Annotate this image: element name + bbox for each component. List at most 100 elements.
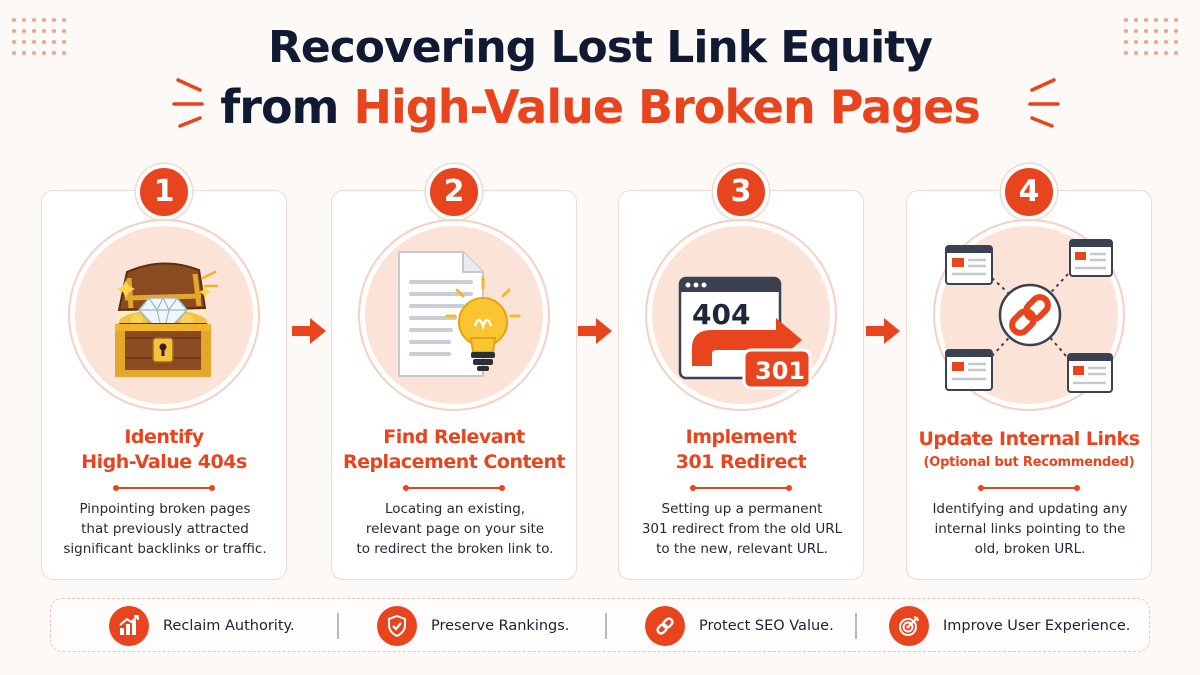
- decorative-dot: [52, 51, 56, 55]
- step-title-line: Implement: [685, 426, 797, 448]
- decorative-dot: [1174, 51, 1178, 55]
- decorative-dot: [52, 29, 56, 33]
- decorative-dot: [52, 18, 56, 22]
- decorative-dot: [1134, 29, 1138, 33]
- step-number-badge: 1: [136, 164, 192, 220]
- step-title-line: High-Value 404s: [81, 451, 247, 473]
- step-description-line: Identifying and updating any: [932, 501, 1128, 517]
- decorative-dot: [22, 29, 26, 33]
- step-divider: [690, 485, 792, 491]
- step-description-line: 301 redirect from the old URL: [641, 521, 843, 537]
- step-number-badge: 2: [426, 164, 482, 220]
- decorative-dot: [1124, 18, 1128, 22]
- benefit-separator: [337, 613, 339, 639]
- internal-links-network-icon: [945, 239, 1113, 393]
- step-divider: [978, 485, 1080, 491]
- benefit-item: Preserve Rankings.: [377, 599, 569, 653]
- benefit-item: Protect SEO Value.: [645, 599, 834, 653]
- decorative-dot: [1134, 18, 1138, 22]
- decorative-dot: [42, 40, 46, 44]
- step-title-line: Update Internal Links: [918, 428, 1140, 450]
- step-title-line: Find Relevant: [383, 426, 525, 448]
- step-description: Locating an existing, relevant page on y…: [342, 499, 568, 559]
- step-subtitle: (Optional but Recommended): [923, 455, 1135, 470]
- document-lightbulb-icon: [398, 251, 521, 377]
- decorative-dot: [62, 40, 66, 44]
- benefit-label: Reclaim Authority.: [163, 618, 295, 634]
- benefit-label: Protect SEO Value.: [699, 618, 834, 634]
- step-description-line: old, broken URL.: [974, 541, 1086, 557]
- decorative-dot: [12, 18, 16, 22]
- step-description-line: significant backlinks or traffic.: [63, 541, 267, 557]
- decorative-dot: [1154, 18, 1158, 22]
- step-title: Identify High-Value 404s: [42, 425, 286, 475]
- step-description: Setting up a permanent 301 redirect from…: [629, 499, 855, 559]
- step-divider: [403, 485, 505, 491]
- shield-check-icon: [377, 606, 417, 646]
- decorative-dot: [1144, 18, 1148, 22]
- step-card-4: 4: [906, 164, 1152, 580]
- decorative-dot: [1144, 51, 1148, 55]
- decorative-dot: [12, 29, 16, 33]
- step-title: Implement 301 Redirect: [619, 425, 863, 475]
- step-icon-circle: [360, 221, 548, 409]
- step-card-2: 2: [331, 164, 577, 580]
- decorative-dot: [1154, 40, 1158, 44]
- step-description-line: to redirect the broken link to.: [356, 541, 554, 557]
- title-line-2-accent: High-Value Broken Pages: [353, 80, 981, 134]
- step-number-badge: 3: [713, 164, 769, 220]
- benefit-label: Improve User Experience.: [943, 618, 1131, 634]
- growth-chart-icon: [109, 606, 149, 646]
- step-title: Update Internal Links (Optional but Reco…: [907, 427, 1151, 474]
- step-description: Pinpointing broken pages that previously…: [52, 499, 278, 559]
- decorative-dot: [1164, 29, 1168, 33]
- benefit-separator: [605, 613, 607, 639]
- target-icon: [889, 606, 929, 646]
- step-number-badge: 4: [1001, 164, 1057, 220]
- step-title-line: Replacement Content: [342, 451, 566, 473]
- step-title: Find Relevant Replacement Content: [332, 425, 576, 475]
- decorative-dot: [62, 29, 66, 33]
- treasure-chest-diamond-icon: [115, 262, 219, 377]
- decorative-dot: [1124, 40, 1128, 44]
- burst-lines-right-icon: [1028, 78, 1060, 128]
- benefit-item: Reclaim Authority.: [109, 599, 295, 653]
- decorative-dot: [12, 40, 16, 44]
- decorative-dot: [1164, 40, 1168, 44]
- decorative-dot: [22, 18, 26, 22]
- decorative-dot: [1154, 29, 1158, 33]
- decorative-dot: [1164, 51, 1168, 55]
- burst-lines-left-icon: [172, 78, 204, 128]
- decorative-dot: [1134, 51, 1138, 55]
- title-line-2-prefix: from: [220, 80, 354, 134]
- decorative-dot: [22, 40, 26, 44]
- step-title-line: Identify: [124, 426, 204, 448]
- redirect-from-code: 404: [692, 298, 750, 331]
- decorative-dot: [1124, 29, 1128, 33]
- benefit-separator: [855, 613, 857, 639]
- page-title: Recovering Lost Link Equity from High-Va…: [0, 20, 1200, 138]
- step-divider: [113, 485, 215, 491]
- arrow-right-icon: [578, 318, 612, 344]
- step-description-line: to the new, relevant URL.: [656, 541, 828, 557]
- decorative-dots-left: [12, 18, 72, 66]
- step-description-line: internal links pointing to the: [934, 521, 1126, 537]
- benefit-label: Preserve Rankings.: [431, 618, 570, 634]
- decorative-dot: [42, 29, 46, 33]
- step-card-3: 3 404 301 Implement 301 Redirect Setting…: [618, 164, 864, 580]
- step-description-line: Pinpointing broken pages: [79, 501, 251, 517]
- decorative-dot: [32, 40, 36, 44]
- decorative-dot: [32, 51, 36, 55]
- decorative-dot: [32, 29, 36, 33]
- step-description: Identifying and updating any internal li…: [917, 499, 1143, 559]
- title-line-2: from High-Value Broken Pages: [0, 76, 1200, 138]
- decorative-dot: [1174, 40, 1178, 44]
- title-line-1: Recovering Lost Link Equity: [268, 22, 933, 73]
- decorative-dot: [62, 18, 66, 22]
- arrow-right-icon: [866, 318, 900, 344]
- decorative-dot: [22, 51, 26, 55]
- decorative-dot: [1154, 51, 1158, 55]
- step-description-line: relevant page on your site: [365, 521, 545, 537]
- step-description-line: that previously attracted: [81, 521, 249, 537]
- decorative-dot: [12, 51, 16, 55]
